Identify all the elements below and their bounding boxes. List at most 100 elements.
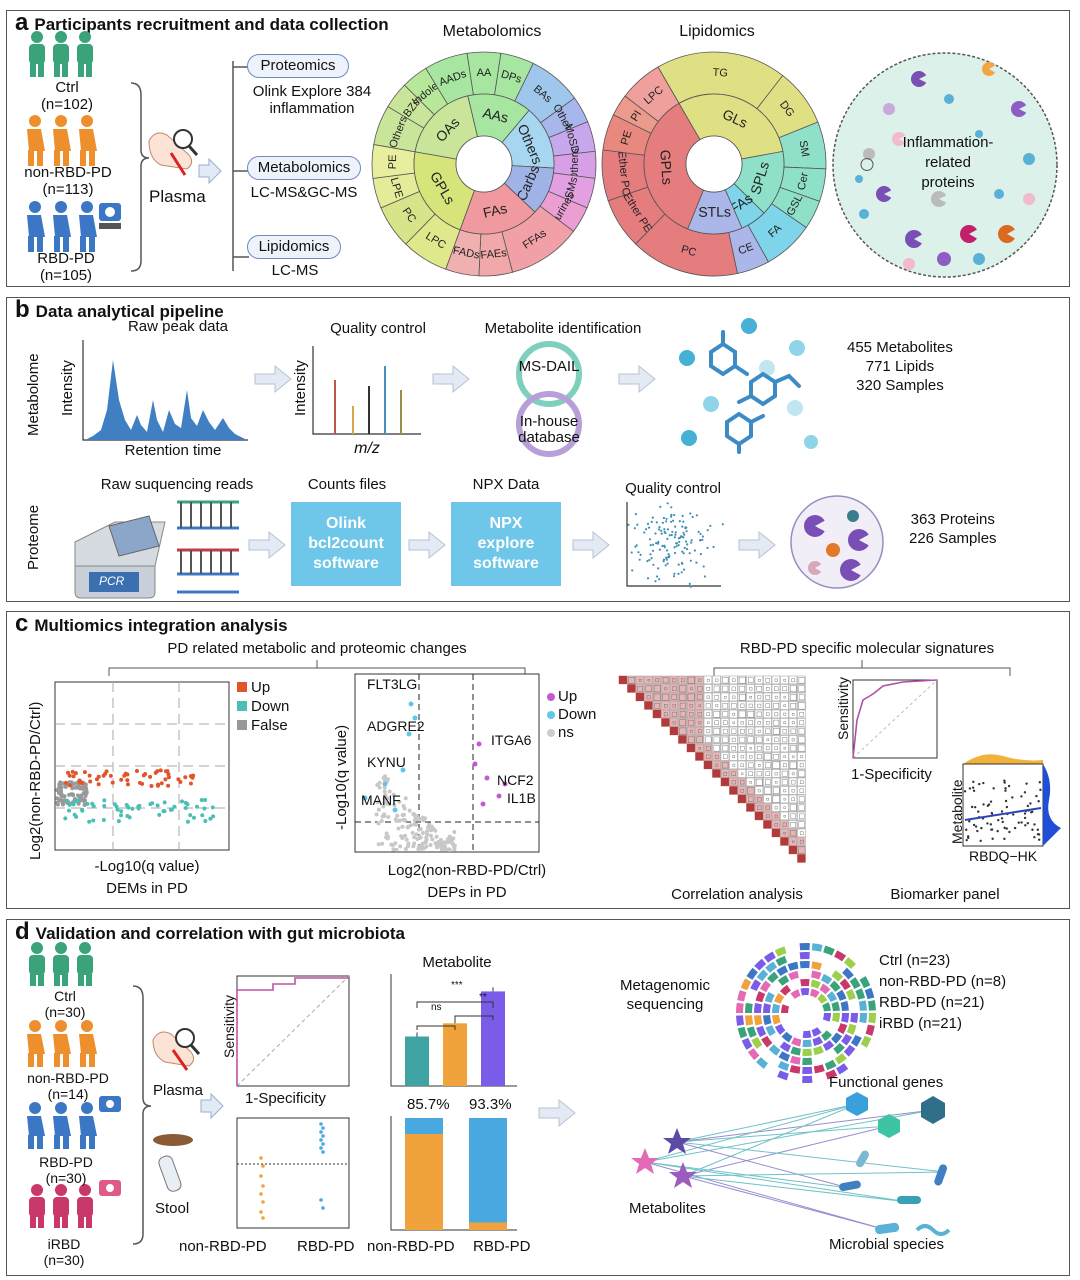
corr-glyph [789, 761, 797, 769]
corr-cell [797, 735, 806, 744]
corr-glyph [798, 821, 805, 828]
corr-glyph [773, 787, 780, 794]
corr-cell [669, 718, 679, 727]
corr-cell [746, 701, 755, 710]
corr-glyph [798, 702, 806, 710]
biomarker-point [1031, 828, 1034, 831]
dem-point-false [58, 784, 63, 789]
qc-point [673, 546, 676, 549]
corr-cell [678, 709, 687, 719]
dep-point-ns [426, 825, 430, 830]
retention-time-label: Retention time [124, 442, 222, 459]
dem-point-down [85, 801, 90, 806]
biomarker-point [963, 790, 967, 793]
corr-cell [720, 760, 730, 770]
meta-ring-segment [831, 1032, 843, 1044]
corr-cell [771, 760, 781, 770]
strip-point-non-rbd [261, 1164, 265, 1168]
corr-glyph [689, 704, 693, 708]
biomarker-point [1012, 813, 1015, 816]
corr-cell [669, 692, 679, 702]
corr-diag-cell [788, 845, 798, 855]
corr-glyph [791, 780, 796, 785]
corr-glyph [740, 703, 745, 708]
corr-cell [686, 718, 696, 727]
corr-cell [780, 760, 789, 770]
corr-cell [703, 684, 713, 693]
corr-glyph [774, 814, 778, 818]
meta-ring-segment [777, 1060, 790, 1072]
dem-point-up [163, 769, 168, 774]
corr-cell [686, 692, 696, 702]
metabolomics-pill: Metabolomics [247, 156, 361, 180]
corr-glyph [706, 695, 710, 699]
corr-cell [780, 692, 789, 702]
corr-cell [737, 760, 747, 770]
arrow-icon-4 [248, 530, 286, 560]
meta-ring-segment [802, 1030, 812, 1038]
corr-glyph [774, 806, 778, 810]
strip-point-rbd [321, 1142, 325, 1146]
meta-ring-segment [736, 1015, 745, 1026]
strip-point-rbd [319, 1130, 323, 1134]
corr-cell [729, 735, 738, 744]
corr-cell [797, 803, 806, 812]
corr-cell [695, 735, 704, 744]
meta-ring-segment [868, 1013, 876, 1024]
proteins-count: 363 Proteins [910, 511, 995, 528]
corr-cell [729, 769, 738, 778]
qc-point [675, 542, 678, 545]
d-specificity-label: 1-Specificity [245, 1090, 326, 1107]
dep-point-ns [398, 844, 403, 849]
corr-glyph [731, 745, 737, 751]
biomarker-point [965, 828, 968, 831]
corr-cell [695, 709, 704, 719]
meta-ring-segment [825, 1069, 838, 1080]
corr-cell [797, 845, 806, 855]
corr-glyph [715, 678, 719, 682]
dem-point-down [67, 808, 72, 813]
meta-ring-segment [761, 1035, 773, 1048]
corr-glyph [789, 804, 797, 812]
qc-point [646, 560, 649, 563]
biomarker-point [1004, 787, 1007, 790]
corr-glyph [637, 686, 643, 692]
corr-cell [771, 752, 781, 761]
dem-point-up [153, 770, 158, 775]
sig-star-3: *** [451, 980, 463, 991]
corr-glyph [757, 678, 761, 682]
corr-glyph [772, 795, 780, 803]
dem-point-down [191, 815, 196, 820]
qc-point [683, 533, 686, 536]
metab-bars-axis [390, 974, 517, 1087]
qc-point [699, 532, 702, 536]
corr-glyph [696, 736, 703, 743]
corr-glyph [756, 754, 762, 760]
dep-point-ns [416, 847, 421, 851]
qc-point [649, 553, 652, 556]
corr-glyph [738, 710, 746, 718]
corr-glyph [791, 678, 796, 683]
corr-cell [686, 735, 696, 744]
corr-cell [780, 752, 789, 761]
corr-cell [797, 777, 806, 787]
dem-point-false [74, 785, 79, 790]
lipid-wheel-inner-label-3: STLs [698, 203, 731, 219]
corr-glyph [774, 823, 778, 827]
qc-point [634, 545, 637, 548]
meta-ring-segment [859, 1013, 867, 1024]
corr-cell [763, 794, 772, 804]
corr-cell [737, 709, 747, 719]
biomarker-point [989, 800, 993, 803]
dem-point-down [199, 798, 204, 803]
qc-scatter-plot [626, 502, 724, 588]
corr-glyph [773, 719, 780, 726]
bacteria-icons [839, 1150, 951, 1236]
qc-point [685, 526, 688, 529]
dem-point-up [88, 779, 93, 784]
qc-point [677, 537, 680, 540]
dem-point-up [159, 781, 164, 786]
dem-point-false [83, 798, 88, 803]
corr-cell [669, 684, 679, 693]
corr-diag-cell [780, 837, 789, 846]
